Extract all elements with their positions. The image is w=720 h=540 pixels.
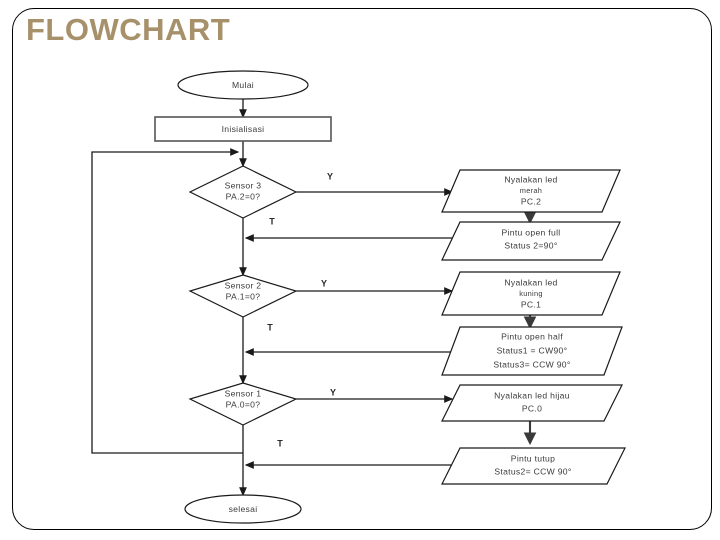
decision-shape-sensor1: [188, 382, 298, 426]
node-start: Mulai: [177, 70, 309, 100]
node-io-open-half: Pintu open half Status1 = CW90° Status3=…: [441, 326, 623, 376]
terminator-shape-start: [177, 70, 309, 100]
branch-label-no-2: T: [267, 322, 273, 332]
node-decision2-line1: Sensor 2: [225, 280, 262, 290]
slide-border-frame: [12, 8, 712, 530]
node-io-led-hijau: Nyalakan led hijau PC.0: [441, 384, 623, 422]
node-led-hijau-line1: Nyalakan led hijau: [494, 390, 570, 400]
io-shape-led-hijau: [441, 384, 623, 422]
node-open-full-line1: Pintu open full: [502, 227, 561, 237]
branch-label-yes-1: Y: [330, 387, 336, 397]
node-io-tutup: Pintu tutup Status2= CCW 90°: [441, 447, 626, 485]
terminator-shape-end: [184, 494, 302, 524]
node-led-merah-line3: PC.2: [521, 196, 541, 206]
node-decision3-line2: PA.2=0?: [226, 191, 261, 201]
node-end-label: selesai: [229, 504, 258, 514]
io-shape-led-kuning: [441, 271, 621, 316]
node-decision-sensor2: Sensor 2 PA.1=0?: [188, 274, 298, 318]
node-io-led-kuning: Nyalakan led kuning PC.1: [441, 271, 621, 316]
branch-label-yes-3: Y: [327, 171, 333, 181]
decision-shape-sensor3: [188, 165, 298, 219]
node-start-label: Mulai: [232, 80, 254, 90]
decision-shape-sensor2: [188, 274, 298, 318]
branch-label-yes-2: Y: [321, 278, 327, 288]
io-shape-tutup: [441, 447, 626, 485]
node-open-half-line2: Status1 = CW90°: [497, 345, 568, 355]
branch-label-no-3: T: [269, 216, 275, 226]
io-shape-open-full: [441, 221, 621, 261]
node-end: selesai: [184, 494, 302, 524]
node-decision-sensor3: Sensor 3 PA.2=0?: [188, 165, 298, 219]
node-decision2-line2: PA.1=0?: [226, 291, 261, 301]
page-title: FLOWCHART: [26, 12, 231, 47]
io-shape-open-half: [441, 326, 623, 376]
branch-label-no-1: T: [277, 438, 283, 448]
node-open-half-line3: Status3= CCW 90°: [493, 359, 570, 369]
node-led-merah-line1: Nyalakan led: [504, 174, 557, 184]
node-init: Inisialisasi: [154, 116, 332, 142]
node-decision3-line1: Sensor 3: [225, 180, 262, 190]
process-shape-init: [154, 116, 332, 142]
node-led-hijau-line2: PC.0: [522, 403, 542, 413]
node-tutup-line1: Pintu tutup: [511, 453, 555, 463]
node-led-merah-line2: merah: [520, 186, 542, 195]
node-led-kuning-line2: kuning: [519, 289, 543, 298]
node-decision-sensor1: Sensor 1 PA.0=0?: [188, 382, 298, 426]
node-led-kuning-line3: PC.1: [521, 299, 541, 309]
node-tutup-line2: Status2= CCW 90°: [494, 466, 571, 476]
node-decision1-line1: Sensor 1: [225, 388, 262, 398]
node-decision1-line2: PA.0=0?: [226, 399, 261, 409]
io-shape-led-merah: [441, 169, 621, 213]
node-open-half-line1: Pintu open half: [501, 331, 563, 341]
node-io-open-full: Pintu open full Status 2=90°: [441, 221, 621, 261]
node-led-kuning-line1: Nyalakan led: [504, 277, 557, 287]
node-init-label: Inisialisasi: [222, 124, 265, 134]
node-io-led-merah: Nyalakan led merah PC.2: [441, 169, 621, 213]
connector-loopback-to-trunk: [91, 148, 243, 454]
node-open-full-line2: Status 2=90°: [504, 240, 557, 250]
